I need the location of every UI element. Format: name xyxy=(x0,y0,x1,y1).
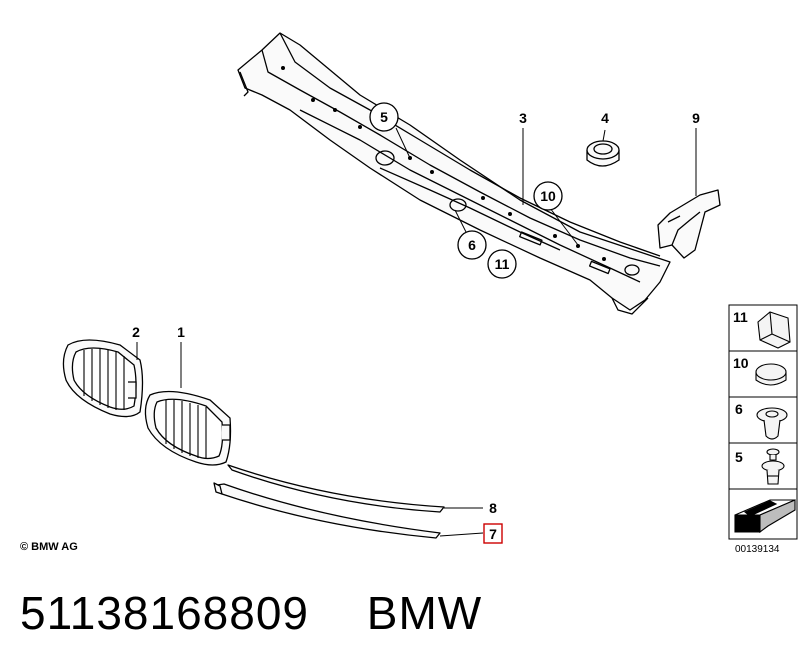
clip-icon xyxy=(757,311,791,349)
diagram-id: 00139134 xyxy=(735,544,780,555)
callout-1: 1 xyxy=(177,324,185,340)
parts-diagram: 5 3 4 9 10 6 11 2 1 8 7 11 10 6 xyxy=(62,32,798,544)
callout-circle-10 xyxy=(533,181,563,211)
brand-name: BMW xyxy=(366,587,483,639)
callout-9: 9 xyxy=(692,110,700,126)
callout-11: 11 xyxy=(495,256,510,272)
fastener-legend: 11 10 6 5 xyxy=(728,304,798,540)
callout-4: 4 xyxy=(601,110,609,126)
callout-3: 3 xyxy=(519,110,527,126)
legend-number-5: 5 xyxy=(735,449,743,465)
trim-strip-drawing xyxy=(213,464,445,539)
cowl-panel-drawing xyxy=(237,32,671,315)
kidney-grille-left-drawing xyxy=(62,339,144,418)
callout-2: 2 xyxy=(132,324,140,340)
legend-number-6: 6 xyxy=(735,401,743,417)
callout-circle-5 xyxy=(369,102,399,132)
copyright-notice: © BMW AG xyxy=(20,541,78,553)
callout-circle-11 xyxy=(487,249,517,279)
view-direction-icon xyxy=(734,499,796,534)
callout-labels: 5 3 4 9 10 6 11 2 1 8 7 xyxy=(132,102,700,544)
callout-6: 6 xyxy=(468,237,476,253)
legend-number-10: 10 xyxy=(733,355,749,371)
callout-5: 5 xyxy=(380,109,388,125)
expanding-rivet-icon xyxy=(756,407,788,440)
callout-8: 8 xyxy=(489,500,497,516)
kidney-grille-right-drawing xyxy=(144,390,232,466)
plug-icon xyxy=(755,363,787,386)
screw-clip-icon xyxy=(761,448,785,485)
callout-7: 7 xyxy=(489,526,497,542)
legend-number-11: 11 xyxy=(733,309,748,325)
grommet-drawing xyxy=(586,140,620,167)
part-caption: 51138168809 BMW xyxy=(20,586,482,640)
callout-7-highlight xyxy=(483,523,503,544)
callout-circle-6 xyxy=(457,230,487,260)
callout-10: 10 xyxy=(540,188,556,204)
leader-lines xyxy=(136,127,697,537)
bracket-drawing xyxy=(657,189,721,259)
part-number: 51138168809 xyxy=(20,587,309,639)
